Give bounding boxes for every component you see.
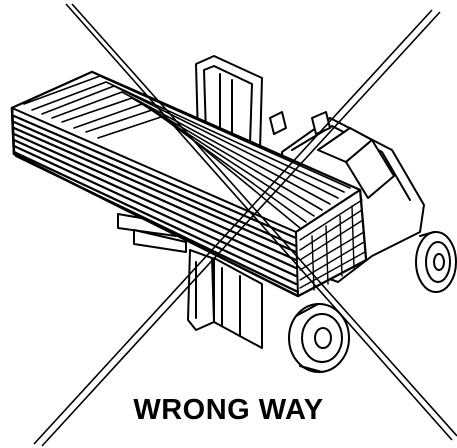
- wrong-way-caption: WRONG WAY: [133, 394, 324, 426]
- x-cross-icon: [33, 3, 457, 447]
- lumber-load-icon: [10, 70, 368, 298]
- caption-backdrop: [138, 394, 318, 430]
